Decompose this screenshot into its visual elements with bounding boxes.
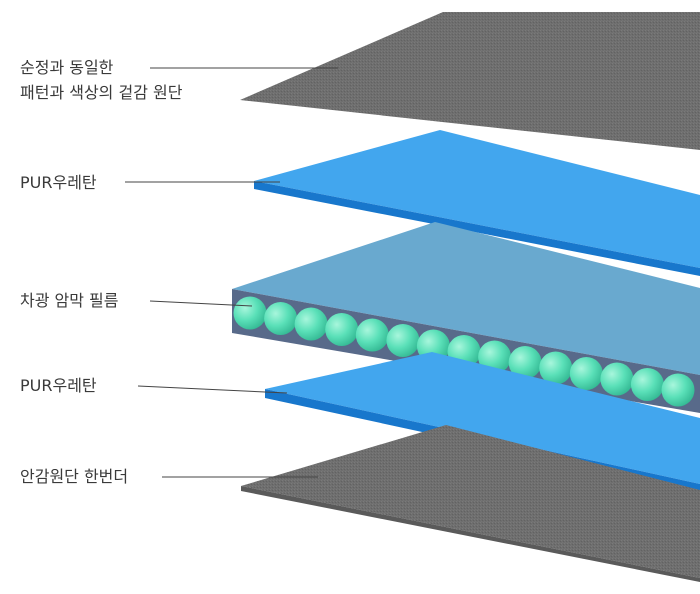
bead-row — [233, 296, 695, 407]
film-surface — [232, 222, 700, 375]
lining-fabric-edge — [241, 486, 700, 582]
bead — [355, 318, 389, 352]
label-pur-lower: PUR우레탄 — [20, 376, 97, 395]
bead — [569, 357, 603, 390]
pur-upper-surface — [254, 130, 700, 268]
bead — [600, 362, 634, 396]
bead — [294, 307, 328, 341]
bead — [386, 324, 420, 357]
label-outer-line1: 순정과 동일한 — [20, 58, 114, 77]
leader-film — [149, 300, 253, 307]
outer-fabric-surface — [240, 12, 700, 150]
outer-fabric-layer — [240, 12, 700, 150]
bead — [508, 346, 542, 379]
leader-pur-lower — [137, 385, 288, 394]
bead — [539, 351, 573, 385]
label-film: 차광 암막 필름 — [20, 291, 119, 310]
label-outer-line2: 패턴과 색상의 겉감 원단 — [20, 83, 183, 102]
label-pur-upper: PUR우레탄 — [20, 173, 97, 192]
lining-fabric-layer — [241, 425, 700, 582]
pur-upper-layer — [254, 130, 700, 276]
bead — [325, 313, 359, 346]
pur-upper-edge — [254, 181, 700, 276]
lining-fabric-surface — [241, 425, 700, 578]
pur-lower-surface — [265, 352, 700, 484]
bead — [233, 296, 267, 330]
label-lining: 안감원단 한번더 — [20, 467, 128, 486]
bead — [264, 302, 298, 335]
bead — [478, 340, 512, 374]
blackout-film-layer — [232, 222, 700, 413]
bead — [661, 373, 695, 407]
bead — [630, 368, 664, 401]
